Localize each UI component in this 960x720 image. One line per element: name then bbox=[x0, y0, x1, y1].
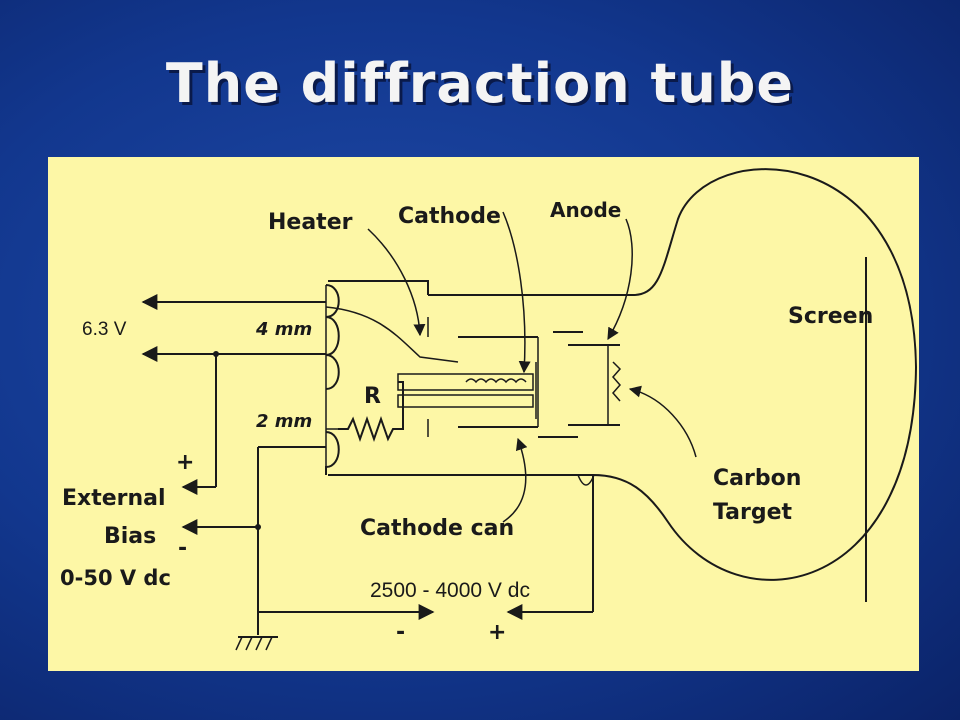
diagram-drawing: Heater Cathode Anode Screen Carbon Targe… bbox=[60, 168, 918, 651]
neck-top-edge bbox=[328, 280, 429, 295]
label-hv-supply: 2500 - 4000 V dc bbox=[370, 579, 530, 602]
label-hv-minus: - bbox=[396, 620, 405, 645]
cathode-can-pointer bbox=[502, 437, 528, 523]
heater-lead bbox=[325, 306, 459, 363]
cathode-rod bbox=[397, 373, 534, 391]
label-target: Target bbox=[713, 500, 793, 525]
label-resistor: R bbox=[364, 384, 381, 409]
label-anode: Anode bbox=[550, 198, 621, 222]
cathode-pointer bbox=[502, 211, 531, 374]
label-cathode: Cathode bbox=[398, 204, 501, 229]
bias-coil bbox=[325, 431, 340, 475]
label-bias: Bias bbox=[104, 524, 156, 549]
label-2mm: 2 mm bbox=[256, 411, 312, 432]
diffraction-tube-diagram: Heater Cathode Anode Screen Carbon Targe… bbox=[48, 157, 919, 671]
label-cathode-can: Cathode can bbox=[360, 516, 514, 541]
label-external: External bbox=[62, 486, 166, 511]
target-pointer bbox=[628, 385, 697, 458]
label-bias-plus: + bbox=[176, 450, 194, 475]
heater-coil bbox=[325, 284, 340, 390]
label-heater-voltage: 6.3 V bbox=[82, 319, 127, 340]
label-bias-range: 0-50 V dc bbox=[60, 566, 171, 590]
slide-title: The diffraction tube bbox=[165, 52, 795, 115]
cathode-rod-lower bbox=[397, 394, 534, 408]
tube-envelope bbox=[328, 168, 918, 581]
label-bias-minus: - bbox=[178, 536, 187, 561]
anode-lead bbox=[577, 474, 595, 486]
label-carbon: Carbon bbox=[713, 466, 801, 491]
filament-coil bbox=[465, 378, 527, 384]
label-4mm: 4 mm bbox=[255, 319, 312, 340]
carbon-target bbox=[612, 361, 622, 402]
label-screen: Screen bbox=[788, 304, 873, 329]
label-hv-plus: + bbox=[488, 620, 506, 645]
anode-pointer bbox=[607, 218, 633, 341]
heater-pointer bbox=[367, 228, 426, 337]
resistor bbox=[338, 381, 404, 443]
label-heater: Heater bbox=[268, 210, 353, 235]
